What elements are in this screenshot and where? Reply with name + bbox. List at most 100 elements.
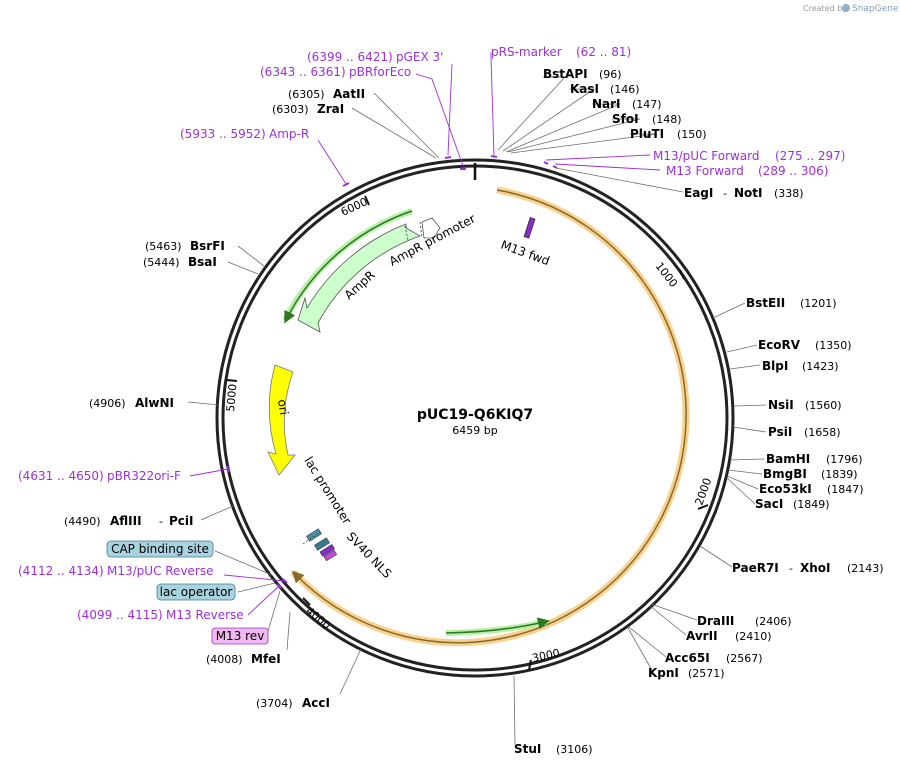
site-name: Eco53kI <box>759 482 812 496</box>
site-pos: (1560) <box>805 399 842 412</box>
site-aatii: (6305) AatII <box>288 87 365 101</box>
site-name: AlwNI <box>135 396 174 410</box>
lac-region-markers <box>302 528 338 562</box>
site-bamhi: BamHI (1796) <box>766 452 863 466</box>
backbone-outer <box>215 158 735 678</box>
site-acci: (3704) AccI <box>256 696 330 710</box>
site-name: NsiI <box>768 398 794 412</box>
site-name: BmgBI <box>763 467 807 481</box>
site-bsrfi: (5463) BsrFI <box>145 239 225 253</box>
primer-pbr322ori-f: (4631 .. 4650) pBR322ori-F <box>18 469 181 483</box>
site-bstapi: BstAPI (96) <box>543 67 622 81</box>
primer-range: (4112 .. 4134) <box>18 564 104 578</box>
credit-text: Created by <box>803 4 847 13</box>
snapgene-logo-icon <box>842 4 850 12</box>
site-name: ZraI <box>317 102 344 116</box>
site-kasi: KasI (146) <box>570 82 640 96</box>
site-eco53ki: Eco53kI (1847) <box>759 482 864 496</box>
site-name: MfeI <box>251 652 281 666</box>
site-name: PluTI <box>630 127 664 141</box>
ampr-feature <box>297 223 421 333</box>
site-pos: (1423) <box>802 360 839 373</box>
m13-fwd-feature <box>523 217 536 239</box>
ruler-6000: 6000 <box>339 195 370 219</box>
small-feature-arrow <box>445 617 550 634</box>
site-name: PaeR7I <box>732 561 779 575</box>
site-pos: (6303) <box>272 103 309 116</box>
site-name-2: PciI <box>169 514 194 528</box>
site-name: BsrFI <box>190 239 225 253</box>
site-name: BsaI <box>188 255 217 269</box>
site-sep: - <box>159 515 163 528</box>
site-nari: NarI (147) <box>592 97 662 111</box>
site-zrai: (6303) ZraI <box>272 102 344 116</box>
primer-range: (6399 .. 6421) <box>307 50 393 64</box>
site-name: EcoRV <box>758 338 801 352</box>
site-draiii: DraIII (2406) <box>697 614 792 628</box>
site-paer7i-xhoi: PaeR7I - XhoI (2143) <box>732 561 884 575</box>
site-sep: - <box>723 187 727 200</box>
primer-name: M13/pUC Forward <box>653 149 760 163</box>
cap-binding-site-text: CAP binding site <box>111 542 209 556</box>
ruler-3000: 3000 <box>531 646 561 665</box>
lac-operator-text: lac operator <box>160 585 233 599</box>
site-ecorv: EcoRV (1350) <box>758 338 852 352</box>
primer-pbrforeco: (6343 .. 6361) pBRforEco <box>260 65 411 79</box>
credit-brand: SnapGene <box>852 4 899 14</box>
site-pos: (6305) <box>288 88 325 101</box>
site-alwni: (4906) AlwNI <box>89 396 174 410</box>
site-name: EagI <box>684 186 713 200</box>
site-bsteii: BstEII (1201) <box>746 296 837 310</box>
primer-range: (4099 .. 4115) <box>77 608 163 622</box>
primer-name: M13 Reverse <box>166 608 244 622</box>
site-name: DraIII <box>697 614 734 628</box>
site-acc65i: Acc65I (2567) <box>665 651 763 665</box>
site-pos: (1201) <box>800 297 837 310</box>
site-name: PsiI <box>768 425 792 439</box>
site-pos: (1350) <box>815 339 852 352</box>
site-pos: (4008) <box>206 653 243 666</box>
site-name: KasI <box>570 82 599 96</box>
plasmid-length: 6459 bp <box>452 424 497 437</box>
cap-binding-site-label: CAP binding site <box>106 540 214 558</box>
feature-label-sv40-nls: SV40 NLS <box>344 529 395 581</box>
site-name: BlpI <box>762 359 788 373</box>
site-pos: (2571) <box>688 667 725 680</box>
site-psii: PsiI (1658) <box>768 425 841 439</box>
primer-range: (62 .. 81) <box>576 45 631 59</box>
site-pos: (1839) <box>821 468 858 481</box>
site-name: BamHI <box>766 452 810 466</box>
site-pos: (96) <box>599 68 622 81</box>
site-pos: (2406) <box>755 615 792 628</box>
site-name: AatII <box>333 87 365 101</box>
site-mfei: (4008) MfeI <box>206 652 281 666</box>
m13-rev-label: M13 rev <box>211 627 269 645</box>
site-pos: (5463) <box>145 240 182 253</box>
primer-name: Amp-R <box>269 127 309 141</box>
primer-m13-reverse: (4099 .. 4115) M13 Reverse <box>77 608 244 622</box>
site-name: NarI <box>592 97 621 111</box>
primer-amp-r: (5933 .. 5952) Amp-R <box>180 127 309 141</box>
site-saci: SacI (1849) <box>755 497 830 511</box>
site-name-2: NotI <box>734 186 763 200</box>
site-pos: (1658) <box>804 426 841 439</box>
site-pos: (146) <box>610 83 640 96</box>
primer-pgex-3: (6399 .. 6421) pGEX 3' <box>307 50 443 64</box>
site-bsai: (5444) BsaI <box>143 255 217 269</box>
ori-feature <box>267 364 296 476</box>
primer-name: pGEX 3' <box>396 50 443 64</box>
site-pos: (4490) <box>64 515 101 528</box>
primer-name: M13/pUC Reverse <box>107 564 214 578</box>
site-pos: (3704) <box>256 697 293 710</box>
site-name: SfoI <box>612 112 639 126</box>
site-pos: (4906) <box>89 397 126 410</box>
site-pos: (1847) <box>827 483 864 496</box>
site-pos: (150) <box>677 128 707 141</box>
primer-leaders <box>189 52 661 632</box>
site-leaders <box>187 76 767 746</box>
site-pos: (2143) <box>847 562 884 575</box>
site-eagi-noti: EagI - NotI (338) <box>684 186 804 200</box>
site-name: AccI <box>302 696 330 710</box>
site-pos: (5444) <box>143 256 180 269</box>
primer-ticks <box>226 155 558 589</box>
